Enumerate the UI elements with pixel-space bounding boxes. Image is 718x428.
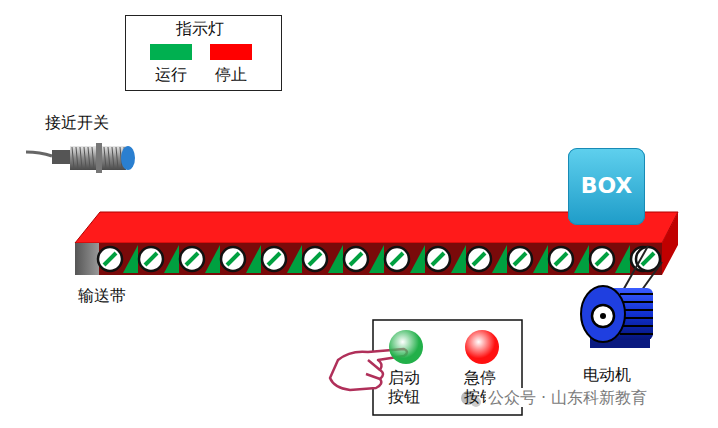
legend-title: 指示灯 — [176, 19, 224, 38]
motor — [581, 246, 662, 348]
node-text: 接近开关 — [45, 113, 109, 132]
start-button: 启动 按钮 — [384, 330, 428, 410]
box-node: BOX — [568, 148, 645, 225]
button-circle — [389, 330, 423, 364]
button-circle — [465, 330, 499, 364]
motor-node: 电动机 — [575, 268, 665, 390]
legend-box: 指示灯运行 停止 — [125, 15, 282, 91]
proximity-sensor — [26, 143, 135, 173]
conveyor-node: 输送带 — [75, 210, 680, 308]
watermark: 公众号 · 山东科新教育 — [486, 388, 649, 407]
sensor-label-node: 接近开关 — [25, 113, 140, 175]
node-text: 电动机 — [583, 365, 631, 384]
legend-text: 运行 — [155, 65, 187, 84]
node-text: 输送带 — [78, 286, 126, 305]
legend-swatch — [210, 44, 252, 60]
node-text: 启动 按钮 — [388, 368, 425, 406]
legend-text: 停止 — [215, 65, 247, 84]
legend-swatch — [150, 44, 192, 60]
node-text: BOX — [581, 173, 633, 199]
